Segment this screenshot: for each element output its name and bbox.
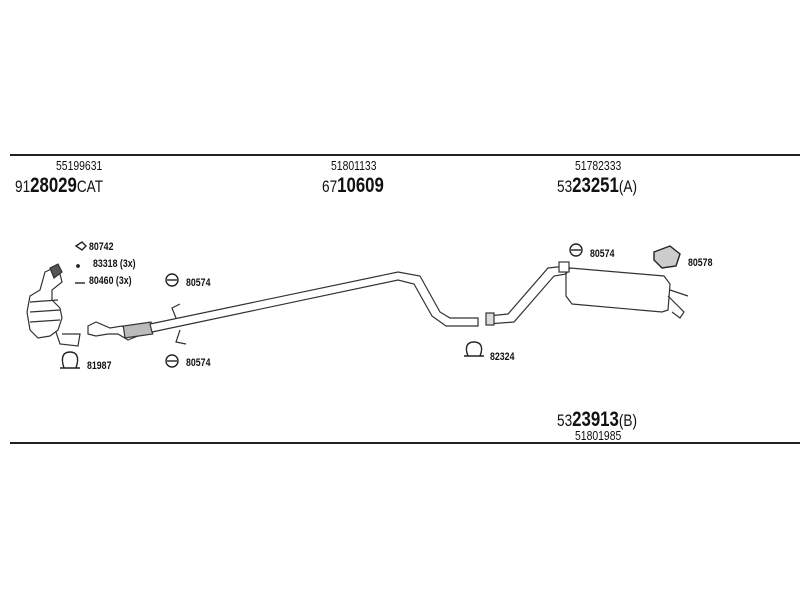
bottom-rule	[10, 442, 800, 444]
rear-b-part-number: 5323913(B)	[557, 408, 637, 432]
top-rule	[10, 154, 800, 156]
part-label-mount-rear: 80574	[590, 248, 615, 260]
clamp-icon	[60, 351, 80, 369]
gasket-icon	[74, 241, 87, 251]
middle-number: 10609	[337, 174, 384, 197]
part-label-clamp-rear: 82324	[490, 351, 515, 363]
part-label-mount-front-top: 80574	[186, 277, 211, 289]
rear-b-number: 23913	[572, 408, 619, 431]
rear-a-part-number: 5323251(A)	[557, 174, 637, 198]
rear-pipe	[487, 265, 567, 325]
rubber-mount-icon	[165, 273, 179, 287]
middle-prefix: 67	[322, 177, 338, 196]
middle-ref: 51801133	[331, 158, 377, 173]
bolt-icon	[76, 264, 80, 268]
part-label-clamp-front: 81987	[87, 360, 112, 372]
front-prefix: 91	[15, 177, 31, 196]
rear-muffler	[565, 267, 671, 313]
tailpipe	[667, 289, 689, 319]
rear-a-number: 23251	[572, 174, 619, 197]
part-label-gasket: 80742	[89, 241, 114, 253]
front-pipe	[87, 321, 154, 341]
catalytic-converter	[26, 263, 81, 347]
rear-b-ref: 51801985	[575, 428, 622, 443]
front-suffix: CAT	[76, 177, 104, 196]
pipe-connector	[485, 312, 495, 326]
hanger-rods	[171, 303, 187, 345]
middle-pipe	[149, 271, 479, 333]
front-number: 28029	[30, 174, 77, 197]
part-label-stud: 80460 (3x)	[89, 275, 132, 287]
rear-b-prefix: 53	[557, 411, 573, 430]
clamp-icon	[464, 341, 484, 357]
rear-a-prefix: 53	[557, 177, 573, 196]
rubber-mount-icon	[165, 354, 179, 368]
rear-b-suffix: (B)	[618, 411, 637, 430]
part-label-bracket: 80578	[688, 257, 713, 269]
rubber-mount-icon	[569, 243, 583, 257]
front-part-number: 9128029CAT	[15, 174, 103, 198]
muffler-inlet	[558, 261, 570, 273]
rear-a-suffix: (A)	[618, 177, 637, 196]
bracket-icon	[653, 245, 681, 269]
part-label-mount-front-bottom: 80574	[186, 357, 211, 369]
front-ref: 55199631	[56, 158, 103, 173]
rear-a-ref: 51782333	[575, 158, 622, 173]
middle-part-number: 6710609	[322, 174, 384, 198]
part-label-bolt: 83318 (3x)	[93, 258, 136, 270]
